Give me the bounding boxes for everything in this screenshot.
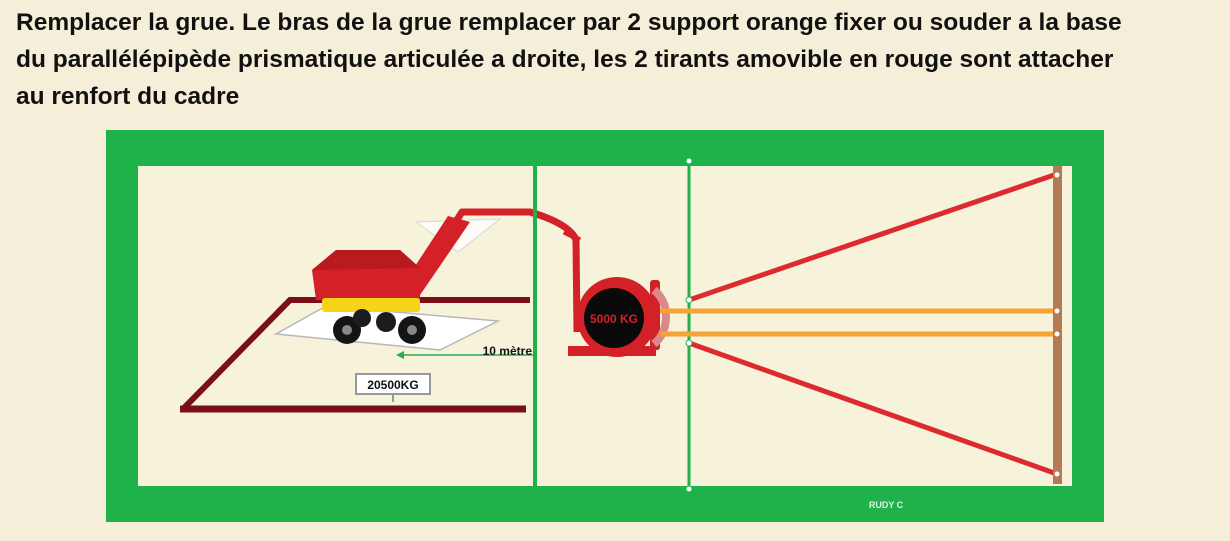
post-pin xyxy=(1054,471,1060,477)
wheel-hub xyxy=(342,325,352,335)
pin-joint-upper xyxy=(685,296,693,304)
post-pin xyxy=(1054,172,1060,178)
distance-arrowhead xyxy=(396,351,404,359)
divider-pin-top xyxy=(685,157,693,165)
tie-rod-upper xyxy=(688,171,1058,303)
post-pin xyxy=(1054,308,1060,314)
crane-cab-top xyxy=(312,250,420,270)
pin-joint-lower xyxy=(685,339,693,347)
load-label: 20500KG xyxy=(367,378,418,392)
crane-wheel-rear xyxy=(376,312,396,332)
signature: RUDY C xyxy=(869,500,904,510)
platform-edge xyxy=(179,297,530,413)
counterweight-core xyxy=(584,288,644,348)
frame-reinforcement-post xyxy=(1053,166,1062,484)
tie-rod-lower xyxy=(688,340,1058,477)
arm-tip xyxy=(562,229,582,243)
instruction-line-1: Remplacer la grue. Le bras de la grue re… xyxy=(16,9,1122,36)
counterweight-joint xyxy=(651,286,671,348)
instruction-line-3: au renfort du cadre xyxy=(16,83,240,110)
post-pin xyxy=(1054,331,1060,337)
crane-base xyxy=(322,298,420,312)
counterweight-label: 5000 KG xyxy=(590,312,638,326)
instruction-heading: Remplacer la grue. Le bras de la grue re… xyxy=(16,4,1221,115)
distance-label: 10 mètre xyxy=(483,344,533,358)
wheel-hub xyxy=(407,325,417,335)
instruction-line-2: du parallélépipède prismatique articulée… xyxy=(16,46,1114,73)
divider-pin-bottom xyxy=(685,485,693,493)
crane-wheel-rear-left xyxy=(353,309,371,327)
